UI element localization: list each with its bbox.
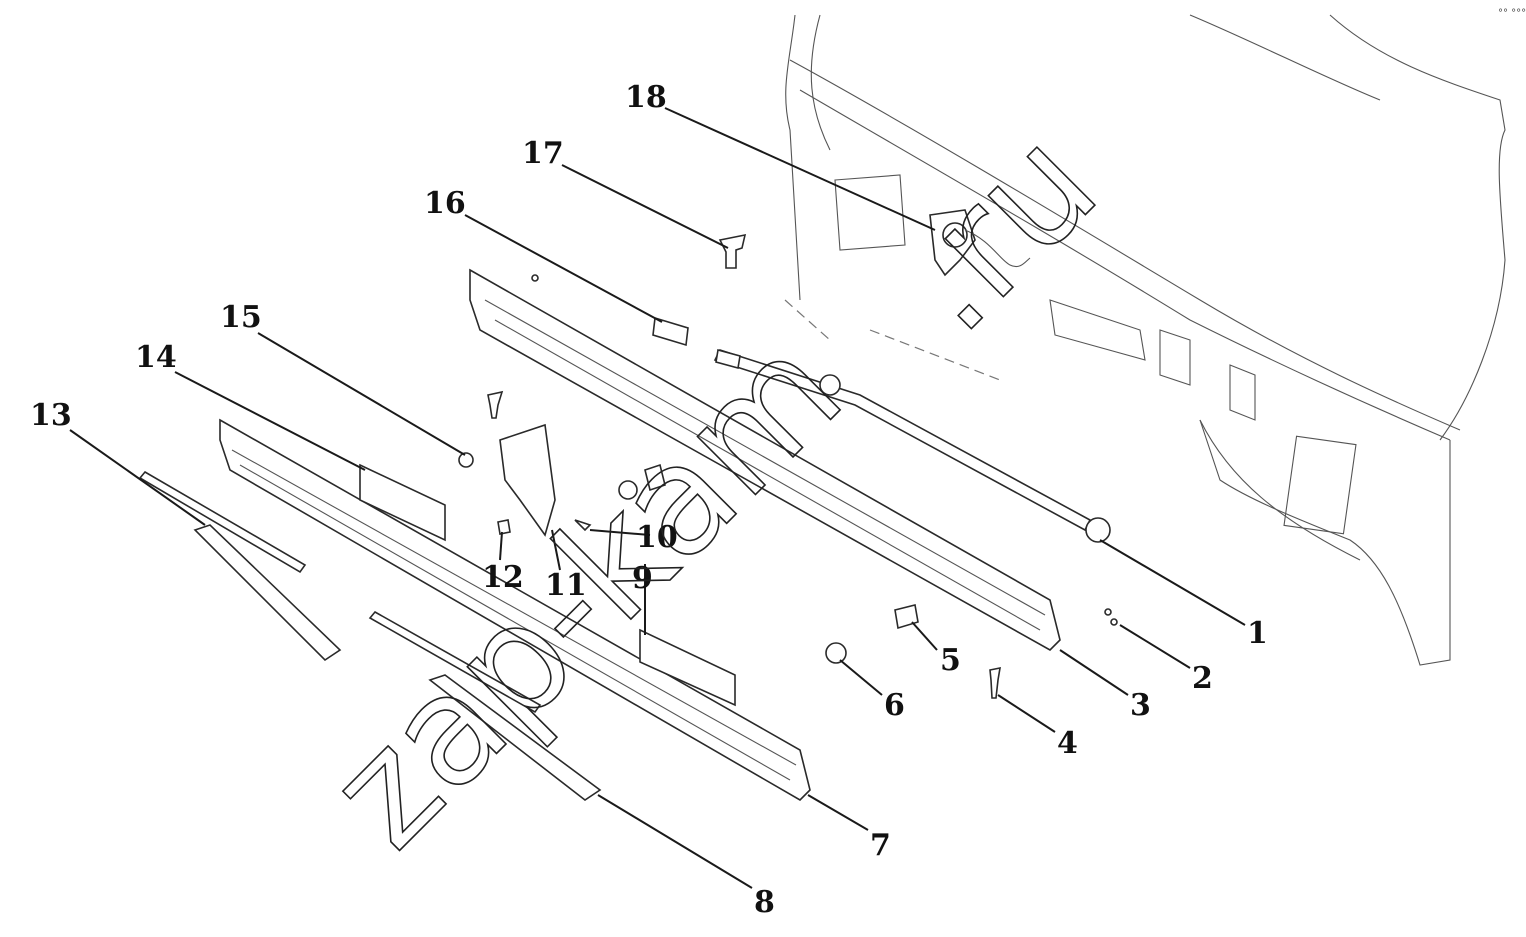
wiper-blade-left xyxy=(138,470,342,662)
wiper-linkage xyxy=(713,348,1111,543)
cowl-panel-front xyxy=(219,418,811,802)
callout-1: 1 xyxy=(1247,616,1268,651)
callout-12: 12 xyxy=(482,560,524,595)
leader-lines xyxy=(69,107,1246,889)
callout-18: 18 xyxy=(625,80,667,115)
callout-3: 3 xyxy=(1130,688,1151,723)
callout-8: 8 xyxy=(754,885,775,920)
callout-10: 10 xyxy=(636,520,678,555)
callout-6: 6 xyxy=(884,688,905,723)
callout-2: 2 xyxy=(1192,661,1213,696)
wiper-motor xyxy=(929,209,1031,277)
fasteners xyxy=(458,233,1118,699)
plate-parts xyxy=(359,463,736,707)
watermark: zap-kam .ru xyxy=(297,97,1131,881)
callout-9: 9 xyxy=(632,561,653,596)
deflector xyxy=(499,423,556,537)
callout-numbers: 1 2 3 4 5 6 7 8 9 10 11 12 13 14 15 16 1… xyxy=(30,80,1268,920)
callout-15: 15 xyxy=(220,300,262,335)
callout-13: 13 xyxy=(30,398,72,433)
callout-7: 7 xyxy=(870,828,891,863)
callout-16: 16 xyxy=(424,186,466,221)
callout-14: 14 xyxy=(135,340,177,375)
callout-17: 17 xyxy=(522,136,564,171)
cowl-panel-rear xyxy=(469,268,1061,651)
corner-mark: °° °°° xyxy=(1498,8,1526,19)
body-panel-outline xyxy=(784,14,1506,666)
watermark-secondary: .ru xyxy=(862,98,1130,366)
callout-11: 11 xyxy=(545,568,587,603)
wiper-blade-right xyxy=(368,610,602,801)
callout-5: 5 xyxy=(940,643,961,678)
callout-4: 4 xyxy=(1057,726,1078,761)
